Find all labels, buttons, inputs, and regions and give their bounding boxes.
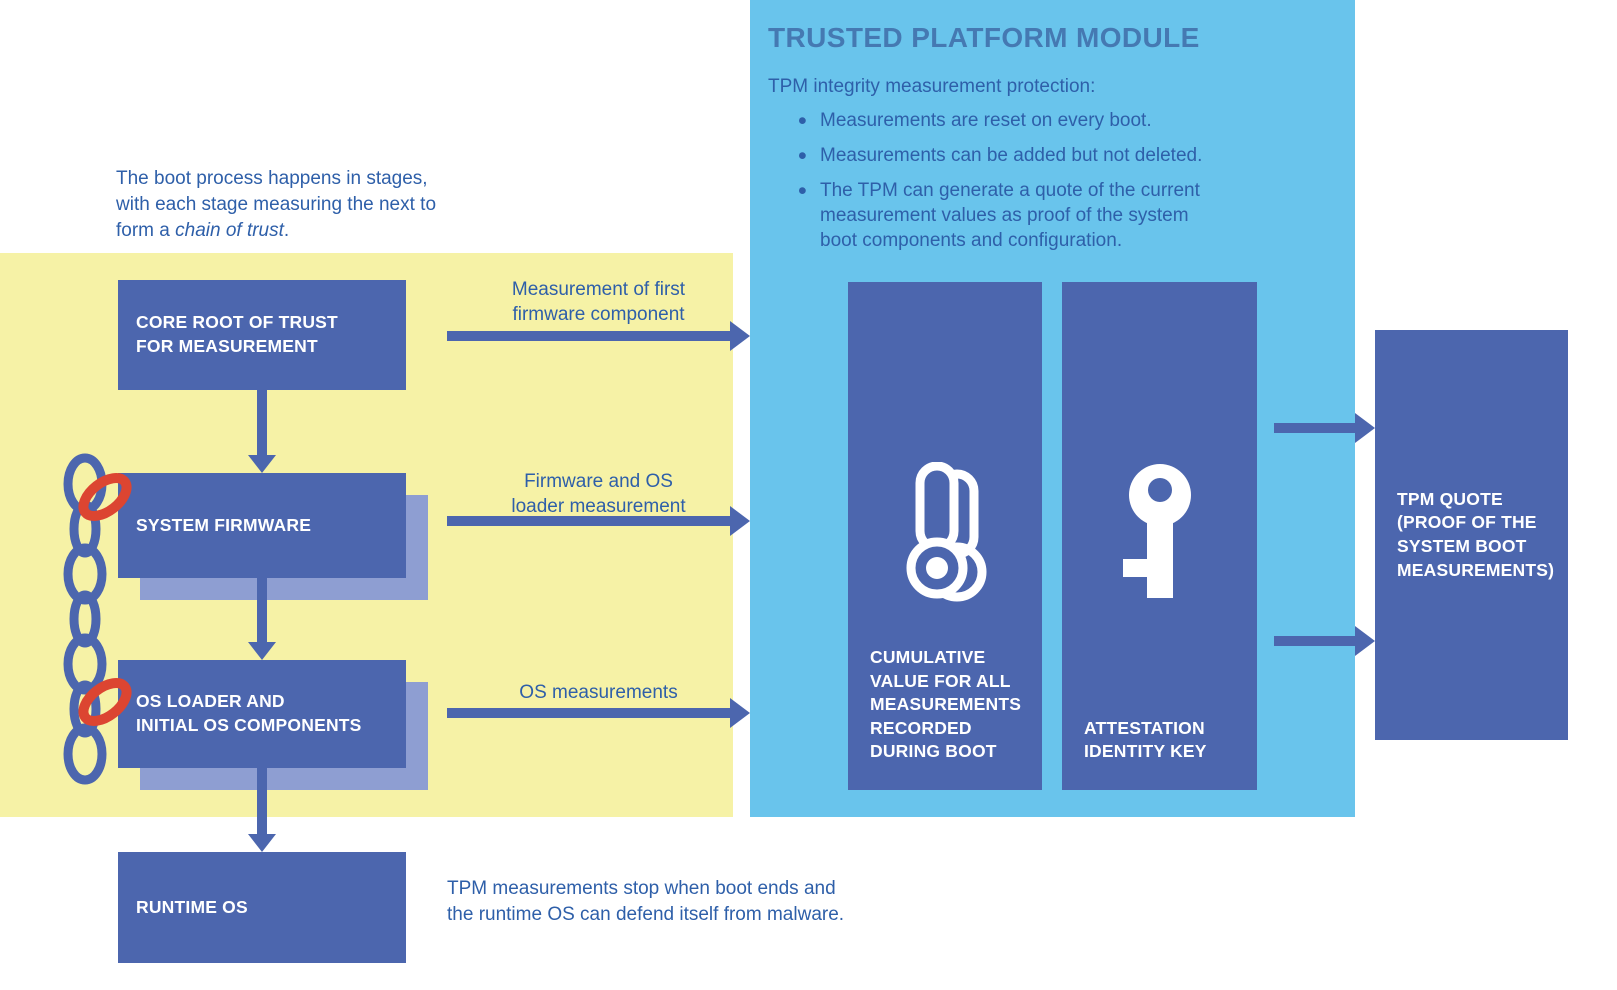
arrow-shaft [447,708,730,718]
attestation-identity-key-label: ATTESTATION IDENTITY KEY [1084,717,1207,762]
tpm-bullet-1: Measurements are reset on every boot. [768,105,1216,138]
tpm-subtitle: TPM integrity measurement protection: [768,76,1096,97]
system-firmware-label: SYSTEM FIRMWARE [136,514,312,535]
arrow-measurement-os [447,698,750,728]
arrow-head [1355,413,1375,443]
tpm-title: TRUSTED PLATFORM MODULE [768,22,1200,53]
arrow-head [1355,626,1375,656]
tpm-bullet-2: Measurements can be added but not delete… [768,140,1216,173]
attestation-identity-key-box: ATTESTATION IDENTITY KEY [1062,282,1257,790]
key-icon-wrap [1062,457,1257,617]
intro-text: The boot process happens in stages, with… [116,166,456,245]
arrow-measurement-first-firmware [447,321,750,351]
runtime-os-label: RUNTIME OS [136,896,248,917]
arrow-shaft [1274,636,1355,646]
measurement-label-first-firmware: Measurement of first firmware component [511,279,686,325]
footer-note: TPM measurements stop when boot ends and… [447,878,845,925]
arrow-measurement-firmware-os-loader [447,506,750,536]
intro-text-start: The boot process happens in stages, with… [116,168,437,242]
arrow-firmware-to-os-loader [248,577,276,660]
arrow-shaft [1274,423,1355,433]
arrow-shaft [257,577,267,642]
arrow-head [248,834,276,852]
measurement-label-os: OS measurements [519,682,678,703]
os-loader-label: OS LOADER AND INITIAL OS COMPONENTS [136,691,362,735]
tpm-quote-box: TPM QUOTE (PROOF OF THE SYSTEM BOOT MEAS… [1375,330,1568,740]
arrow-tpm-to-quote-bottom [1274,626,1375,656]
arrow-os-loader-to-runtime [248,767,276,852]
arrow-core-root-to-firmware [248,389,276,473]
runtime-os-box: RUNTIME OS [118,852,406,963]
key-icon [1122,464,1191,598]
arrow-shaft [447,516,730,526]
chain-of-trust-graphic [63,453,132,785]
arrow-shaft [447,331,730,341]
chain-of-trust-emphasis: chain of trust [175,220,284,242]
arrow-head [730,321,750,351]
arrow-tpm-to-quote-top [1274,413,1375,443]
core-root-of-trust-box: CORE ROOT OF TRUST FOR MEASUREMENT [118,280,406,390]
measurement-gauge-icon-wrap [848,457,1042,617]
measurement-label-firmware-os-loader: Firmware and OS loader measurement [511,471,686,517]
measurement-gauge-icon [906,462,987,602]
arrow-head [730,698,750,728]
system-firmware-box: SYSTEM FIRMWARE [118,473,406,578]
os-loader-box: OS LOADER AND INITIAL OS COMPONENTS [118,660,406,768]
tpm-bullet-3: The TPM can generate a quote of the curr… [768,175,1216,253]
core-root-of-trust-label: CORE ROOT OF TRUST FOR MEASUREMENT [136,312,338,356]
intro-text-end: . [283,220,290,242]
arrow-head [730,506,750,536]
arrow-shaft [257,767,267,834]
tpm-bullet-list: Measurements are reset on every boot. Me… [768,105,1216,263]
cumulative-measurements-box: CUMULATIVE VALUE FOR ALL MEASUREMENTS RE… [848,282,1042,790]
arrow-head [248,455,276,473]
cumulative-measurements-label: CUMULATIVE VALUE FOR ALL MEASUREMENTS RE… [870,646,1022,762]
arrow-shaft [257,389,267,455]
arrow-head [248,642,276,660]
tpm-quote-label: TPM QUOTE (PROOF OF THE SYSTEM BOOT MEAS… [1397,488,1555,580]
